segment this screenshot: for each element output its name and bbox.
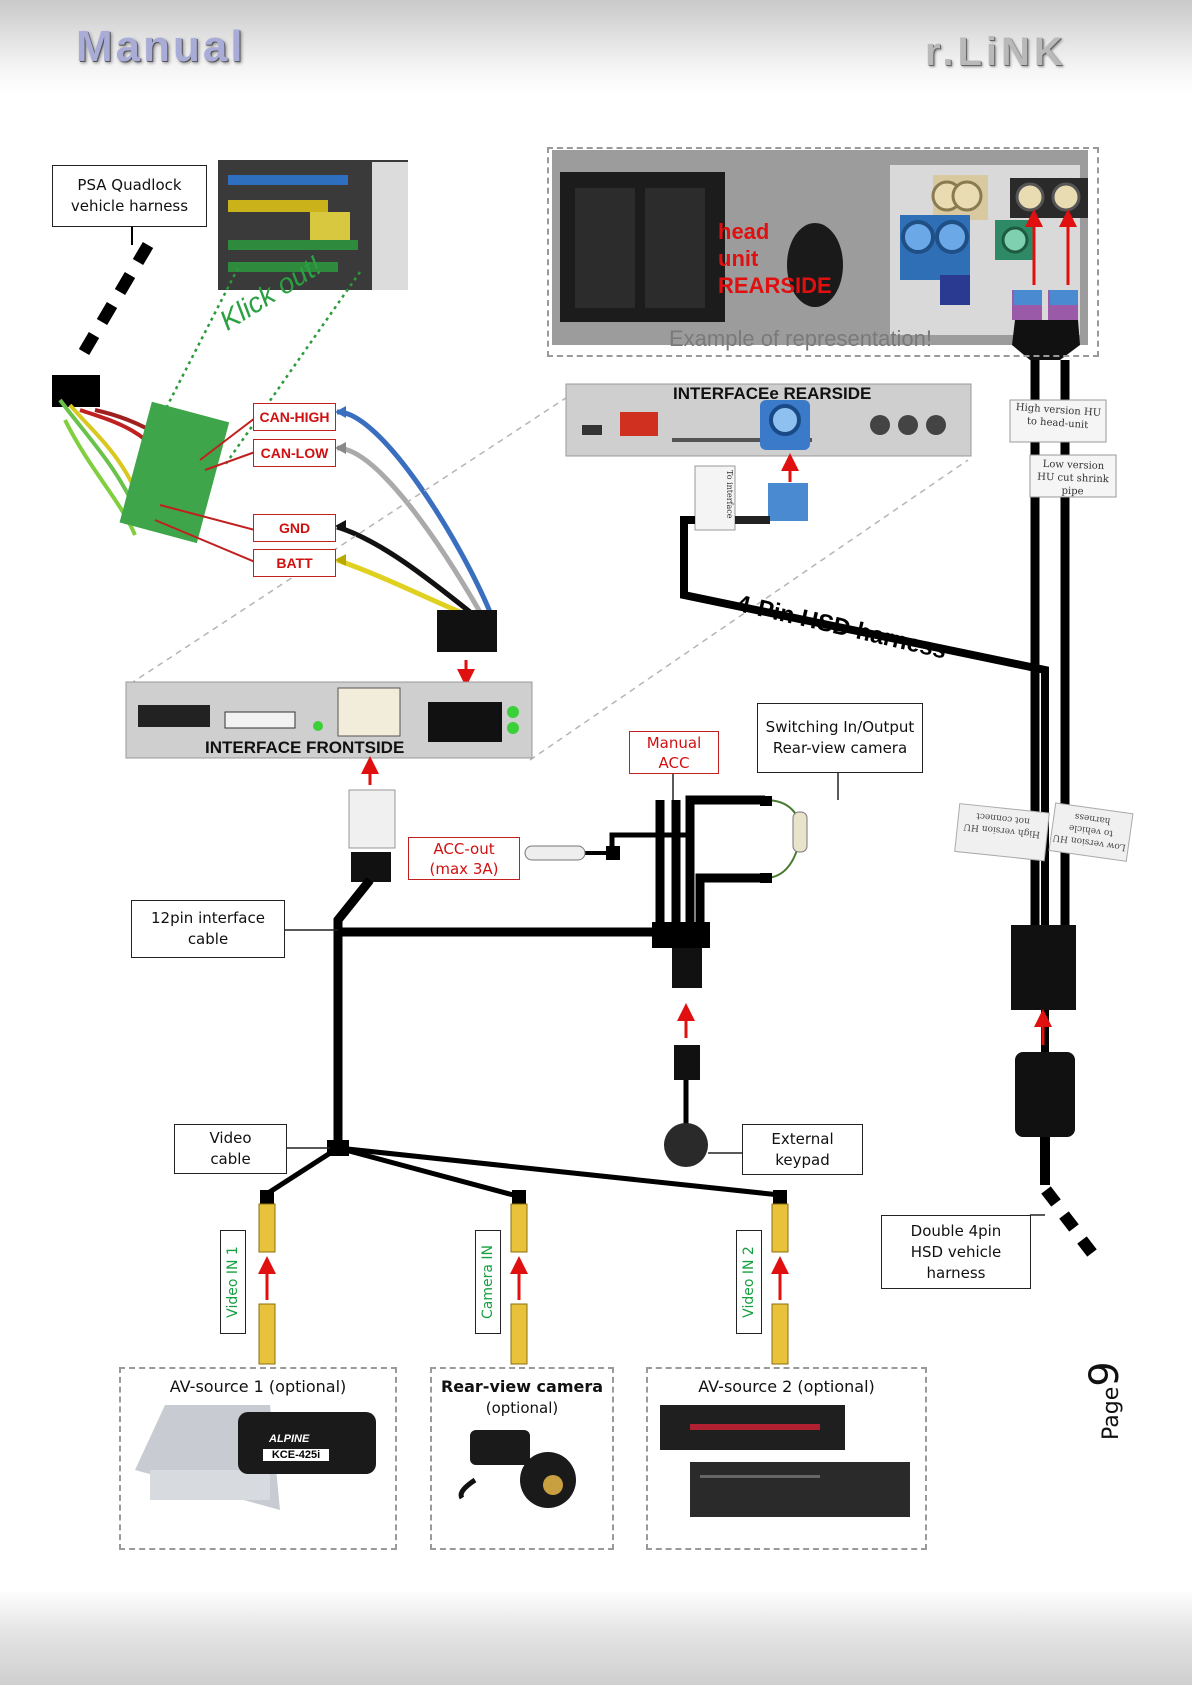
- switching-label: Switching In/Output Rear-view camera: [757, 703, 923, 773]
- av-source-2-box: AV-source 2 (optional): [646, 1367, 927, 1550]
- rear-camera-image: [458, 1430, 576, 1508]
- external-keypad-label: External keypad: [742, 1124, 863, 1175]
- rear-camera-title: Rear-view camera: [440, 1377, 604, 1396]
- keypad-body: [664, 1123, 708, 1167]
- can-connector: [437, 610, 497, 652]
- av-source-2-image: [660, 1405, 910, 1517]
- footer-bar: [0, 1590, 1192, 1685]
- alpine-logo: ALPINE: [269, 1433, 310, 1445]
- high-version-sticker-2: [954, 803, 1050, 862]
- low-version-text: Low version HU cut shrink pipe: [1037, 458, 1109, 498]
- rear-camera-box: Rear-view camera (optional): [430, 1367, 614, 1550]
- batt-label: BATT: [253, 549, 336, 577]
- camera-in-label: Camera IN: [475, 1230, 501, 1334]
- to-interface-sticker: [694, 465, 736, 531]
- can-low-label: CAN-LOW: [253, 439, 336, 467]
- head-unit-frame: [547, 147, 1099, 357]
- representation-caption: Example of representation!: [669, 326, 932, 351]
- low-version-sticker-2: [1048, 802, 1134, 862]
- green-pin-block: [119, 401, 230, 544]
- av-source-1-title: AV-source 1 (optional): [169, 1377, 347, 1396]
- manual-acc-label: Manual ACC: [629, 731, 719, 774]
- video-cable-label: Video cable: [174, 1124, 287, 1174]
- interface-frontside-title: INTERFACE FRONTSIDE: [205, 738, 405, 757]
- head-unit-photo: [552, 150, 1088, 360]
- page-number: Page9: [1082, 1361, 1128, 1440]
- 12pin-cable-label: 12pin interface cable: [131, 900, 285, 958]
- vehicle-hsd-plug: [1015, 1052, 1075, 1137]
- hsd-coupler: [1011, 925, 1076, 1010]
- 12pin-plug-black: [351, 852, 391, 882]
- video-in-1-label: Video IN 1: [220, 1230, 246, 1334]
- head-unit-label: head unit REARSIDE: [718, 219, 832, 298]
- video-in-2-label: Video IN 2: [736, 1230, 762, 1334]
- low-version-sticker: [1029, 454, 1117, 498]
- kce-label: KCE-425i: [263, 1449, 329, 1461]
- gnd-label: GND: [253, 514, 336, 542]
- av-source-1-box: AV-source 1 (optional) ALPINE KCE-425i: [119, 1367, 397, 1550]
- 12pin-plug-white: [348, 789, 396, 849]
- double-hsd-label: Double 4pin HSD vehicle harness: [881, 1215, 1031, 1289]
- acc-fuse-holder: [524, 845, 586, 861]
- keypad-plug: [674, 1045, 700, 1080]
- interface-rearside-title: INTERFACEe REARSIDE: [673, 384, 872, 403]
- av-source-1-image: [135, 1405, 376, 1510]
- switching-fuse: [792, 811, 808, 853]
- interface-rearside-photo: [565, 383, 972, 457]
- quadlock-photo: [218, 160, 408, 290]
- to-interface-text: To interface: [725, 470, 734, 519]
- psa-harness-label: PSA Quadlock vehicle harness: [52, 165, 207, 227]
- high-version-sticker: [1009, 399, 1107, 443]
- vehicle-harness-dots: [78, 241, 154, 356]
- rca-connectors: [258, 1203, 789, 1365]
- interface-frontside-photo: [125, 681, 533, 759]
- av-source-2-title: AV-source 2 (optional): [698, 1377, 875, 1396]
- acc-out-label: ACC-out (max 3A): [408, 837, 520, 880]
- header-bar: [0, 0, 1192, 95]
- can-high-label: CAN-HIGH: [253, 403, 336, 431]
- rear-camera-sub: (optional): [485, 1399, 559, 1417]
- rlink-brand: r.LiNK: [925, 30, 1067, 74]
- manual-brand: Manual: [76, 22, 246, 71]
- keypad-socket: [672, 948, 702, 988]
- hsd-plug-blue: [768, 483, 808, 521]
